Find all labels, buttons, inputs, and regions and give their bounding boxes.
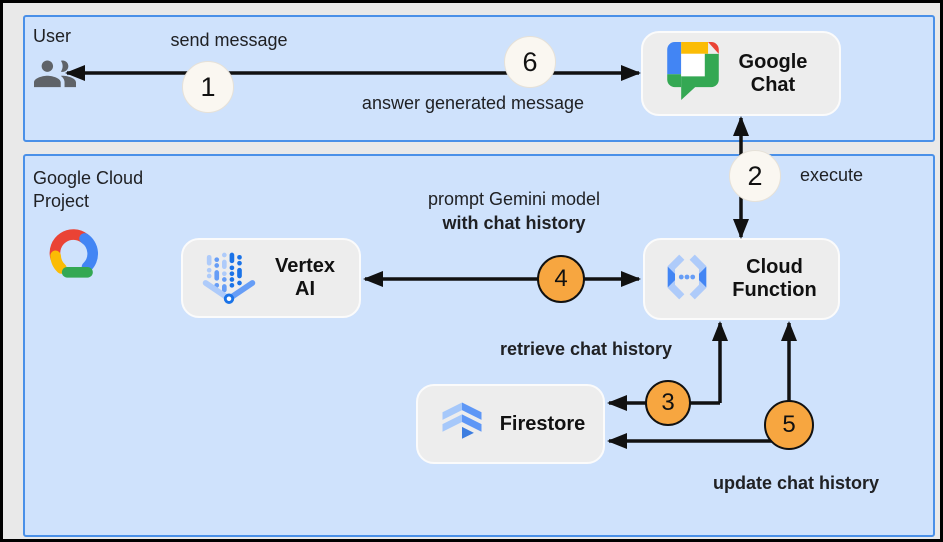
vertex-ai-icon <box>201 248 257 309</box>
gcp-zone-label: Google Cloud Project <box>33 168 144 211</box>
node-firestore: Firestore <box>416 384 605 464</box>
node-vertex-ai: Vertex AI <box>181 238 361 318</box>
step-badge-6: 6 <box>504 36 556 88</box>
node-label: Cloud Function <box>732 256 817 301</box>
user-zone-label: User <box>33 26 72 46</box>
step-badge-2: 2 <box>729 150 781 202</box>
google-cloud-logo <box>41 223 105 286</box>
node-label: Vertex AI <box>274 255 336 300</box>
google-cloud-project-zone <box>23 154 935 537</box>
firestore-icon <box>436 394 488 455</box>
group-people-icon <box>29 49 81 96</box>
annotation-execute: execute <box>800 165 864 185</box>
node-cloud-function: Cloud Function <box>643 238 840 320</box>
step-badge-4: 4 <box>537 255 585 303</box>
step-badge-3: 3 <box>645 380 691 426</box>
node-google-chat: Google Chat <box>641 31 841 116</box>
node-label: Google Chat <box>738 50 808 96</box>
annotation-with-chat-history: with chat history <box>442 213 586 233</box>
step-badge-5: 5 <box>764 400 814 450</box>
cloud-functions-icon <box>660 252 714 307</box>
annotation-prompt-gemini-model: prompt Gemini model <box>427 189 601 209</box>
step-badge-1: 1 <box>182 61 234 113</box>
google-chat-logo <box>667 42 719 105</box>
node-label: Firestore <box>499 412 586 435</box>
annotation-answer-generated-message: answer generated message <box>361 93 585 113</box>
annotation-send-message: send message <box>170 30 288 50</box>
annotation-retrieve-chat-history: retrieve chat history <box>499 339 673 359</box>
annotation-update-chat-history: update chat history <box>712 473 880 493</box>
